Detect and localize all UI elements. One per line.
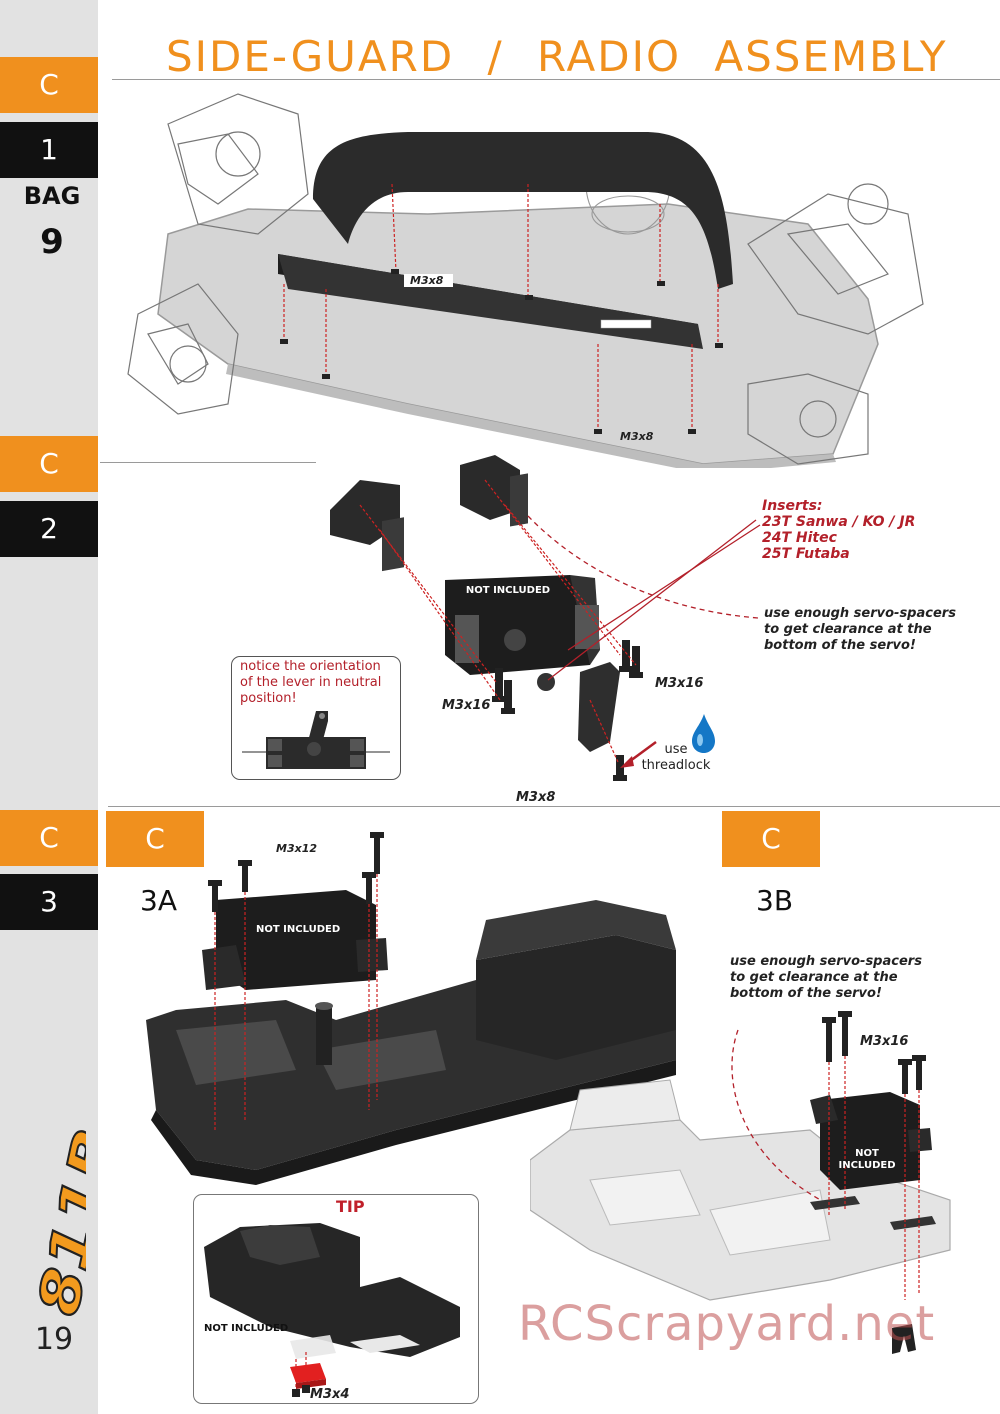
tip-tray-underside-illustration — [204, 1223, 460, 1397]
bag-number: 9 — [40, 222, 64, 262]
step1-screw-label: M3x8 — [620, 430, 654, 443]
step-c2-number: 2 — [0, 501, 98, 557]
orientation-note-line: of the lever in neutral — [240, 675, 382, 690]
step-c1-number: 1 — [0, 122, 98, 178]
logo-text: 811B — [36, 1128, 86, 1318]
tip-box: TIP NOT INCLUDED M3x4 — [193, 1194, 479, 1404]
inserts-line: 23T Sanwa / KO / JR — [762, 514, 916, 530]
inserts-line: Inserts: — [762, 498, 823, 514]
page-title: SIDE-GUARD / RADIO ASSEMBLY — [166, 32, 948, 81]
sidebar — [0, 0, 98, 1414]
step3b-label: 3B — [756, 884, 794, 917]
step3b-screw-label: M3x16 — [860, 1034, 909, 1049]
title-divider — [112, 79, 1000, 80]
step1-screw-label: M3x8 — [404, 274, 454, 287]
step2-servo-not-included: NOT INCLUDED — [465, 585, 551, 596]
spacer-note-line: to get clearance at the — [764, 622, 932, 637]
threadlock-note: use threadlock — [640, 742, 712, 774]
step3b-spacer-note: use enough servo-spacers to get clearanc… — [730, 954, 922, 1002]
step3b-servo-not-included: NOT INCLUDED — [832, 1148, 902, 1172]
step3a-tab: C — [106, 811, 204, 867]
step-c3-number: 3 — [0, 874, 98, 930]
step1-divider — [100, 462, 316, 463]
step3a-servo-not-included: NOT INCLUDED — [256, 924, 341, 935]
threadlock-line: threadlock — [641, 758, 711, 773]
step3b-radio-tray-illustration — [530, 1011, 951, 1354]
inserts-line: 24T Hitec — [762, 530, 837, 546]
spacer-note-line: bottom of the servo! — [764, 638, 916, 653]
step2-screw-bottom: M3x8 — [516, 790, 556, 805]
tip-screw-label: M3x4 — [310, 1387, 350, 1402]
threadlock-line: use — [664, 742, 688, 757]
step3a-label: 3A — [140, 884, 177, 917]
step2-spacer-note: use enough servo-spacers to get clearanc… — [764, 606, 956, 654]
step-c1-letter: C — [0, 57, 98, 113]
brand-logo-icon: 811B — [36, 1128, 86, 1318]
page-number: 19 — [34, 1322, 74, 1357]
orientation-note-line: position! — [240, 691, 297, 706]
orientation-note-text: notice the orientation of the lever in n… — [240, 659, 381, 707]
bag-label: BAG — [23, 182, 81, 210]
lever-orientation-icon — [242, 711, 390, 769]
step3b-tab: C — [722, 811, 820, 867]
step2-screw-left: M3x16 — [442, 698, 491, 713]
servo-label-line: NOT — [855, 1148, 879, 1159]
step2-divider — [108, 806, 1000, 807]
servo-label-line: INCLUDED — [838, 1160, 896, 1171]
step-c2-letter: C — [0, 436, 98, 492]
inserts-line: 25T Futaba — [762, 546, 850, 562]
spacer-note-line: use enough servo-spacers — [730, 954, 922, 969]
step2-inserts-note: Inserts: 23T Sanwa / KO / JR 24T Hitec 2… — [762, 498, 915, 562]
step-c3-letter: C — [0, 810, 98, 866]
watermark: RCScrapyard.net — [518, 1296, 936, 1352]
step2-screw-right: M3x16 — [655, 676, 704, 691]
step3a-screw-label: M3x12 — [276, 842, 318, 855]
orientation-note-box: notice the orientation of the lever in n… — [231, 656, 401, 780]
step3a-radio-tray-illustration — [146, 832, 676, 1185]
spacer-note-line: bottom of the servo! — [730, 986, 882, 1001]
tip-part-label: NOT INCLUDED — [204, 1323, 289, 1334]
orientation-note-line: notice the orientation — [240, 659, 381, 674]
spacer-note-line: to get clearance at the — [730, 970, 898, 985]
tip-title: TIP — [336, 1197, 365, 1216]
threadlock-drop-icon — [692, 714, 715, 753]
spacer-note-line: use enough servo-spacers — [764, 606, 956, 621]
step1-chassis-illustration — [127, 93, 924, 468]
step2-servo-exploded-illustration — [330, 455, 761, 781]
